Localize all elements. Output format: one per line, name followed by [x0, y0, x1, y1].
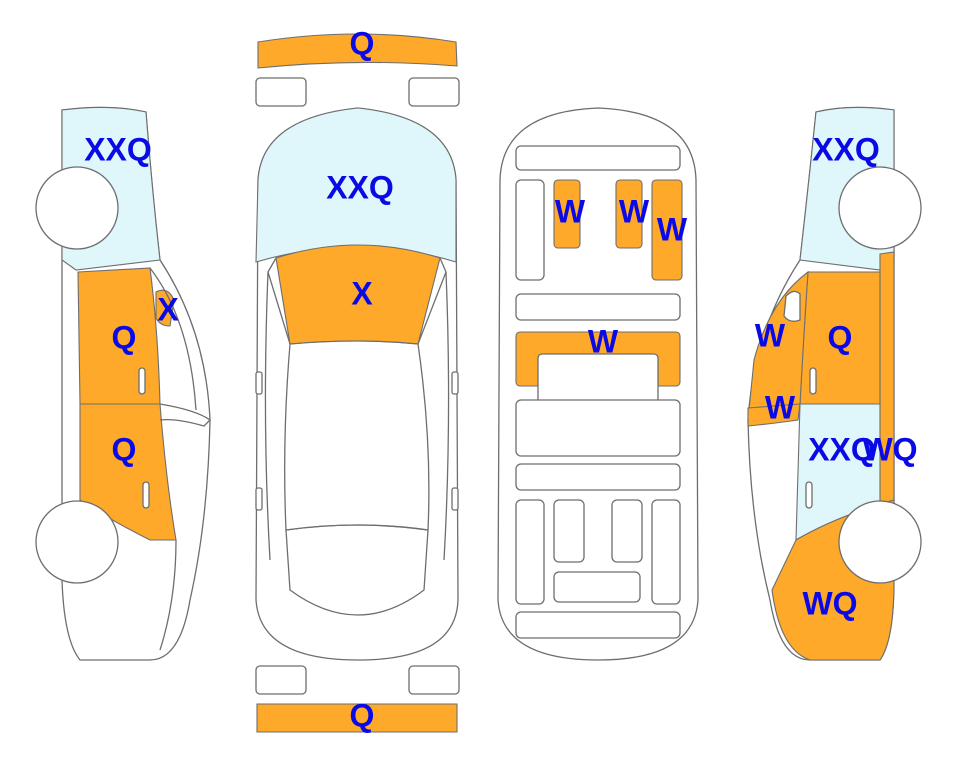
right-mirror-top: [451, 371, 459, 395]
label-left-rear-window: XXQ: [84, 131, 152, 167]
left-front-handle: [138, 367, 146, 395]
dashboard: [515, 145, 681, 171]
front-right-fog-light: [408, 77, 460, 107]
label-right-rear-quarter: WQ: [802, 585, 857, 621]
interior-rear-panel: [515, 399, 681, 457]
interior-bar: [515, 293, 681, 321]
right-a-pillar-panel: [747, 403, 801, 427]
interior-seat-1: [553, 179, 581, 249]
damage-labels: Q XXQ X Q XXQ X Q Q W W W W XXQ W Q W XX…: [84, 25, 917, 733]
label-left-front-door: Q: [112, 319, 137, 355]
label-interior-seat-3: W: [657, 211, 688, 247]
interior-trunk: [515, 611, 681, 639]
right-rear-handle: [805, 481, 813, 509]
rear-right-light: [408, 665, 460, 695]
label-rear-bumper: Q: [350, 697, 375, 733]
label-right-front-door-window: W: [755, 317, 786, 353]
front-bumper-panel: [257, 33, 458, 69]
label-right-c-pillar: WQ: [862, 431, 917, 467]
front-left-fog-light: [255, 77, 307, 107]
label-front-bumper: Q: [350, 25, 375, 61]
interior-rear-right-door: [651, 499, 681, 605]
right-rear-wheel: [838, 166, 922, 250]
label-interior-console: W: [588, 323, 619, 359]
label-right-rear-window: XXQ: [812, 131, 880, 167]
label-windshield: XXQ: [326, 169, 394, 205]
interior-rear-seat-2: [611, 499, 643, 563]
left-handle-top: [255, 487, 263, 511]
interior-rear-left-door: [515, 499, 545, 605]
car-interior-view: [497, 107, 699, 661]
left-side-line: [264, 271, 271, 561]
label-right-a-pillar: W: [765, 389, 796, 425]
right-side-line: [443, 271, 450, 561]
label-hood: X: [351, 275, 373, 311]
interior-seat-2: [615, 179, 643, 249]
interior-rear-seat-1: [553, 499, 585, 563]
right-pillar-line: [417, 257, 447, 345]
label-left-mirror: X: [157, 291, 179, 327]
right-mirror-shape: [783, 290, 801, 322]
left-body-line: [149, 267, 197, 411]
label-interior-seat-2: W: [619, 193, 650, 229]
interior-left-door-front: [515, 179, 545, 281]
right-front-handle: [809, 367, 817, 395]
label-right-rear-door-glass: XXQ: [808, 431, 876, 467]
left-rear-wheel: [35, 166, 119, 250]
car-left-side-view: [35, 106, 212, 661]
car-top-view: [255, 107, 459, 661]
left-lower-line: [159, 539, 177, 651]
left-mirror-top: [255, 371, 263, 395]
interior-rear-seat-bottom: [553, 571, 641, 603]
interior-rear-bar: [515, 463, 681, 491]
rear-bumper-panel: [256, 703, 458, 733]
right-front-wheel: [838, 500, 922, 584]
rear-window-outline: [285, 524, 429, 616]
label-right-front-door: Q: [828, 319, 853, 355]
left-pillar-line: [267, 257, 291, 345]
left-front-wheel: [35, 500, 119, 584]
interior-seat-3: [651, 179, 683, 281]
label-interior-seat-1: W: [555, 193, 586, 229]
left-window-line: [159, 403, 212, 427]
left-rear-handle: [142, 481, 150, 509]
car-right-side-view: [747, 106, 922, 661]
label-left-rear-door: Q: [112, 431, 137, 467]
rear-left-light: [255, 665, 307, 695]
right-handle-top: [451, 487, 459, 511]
